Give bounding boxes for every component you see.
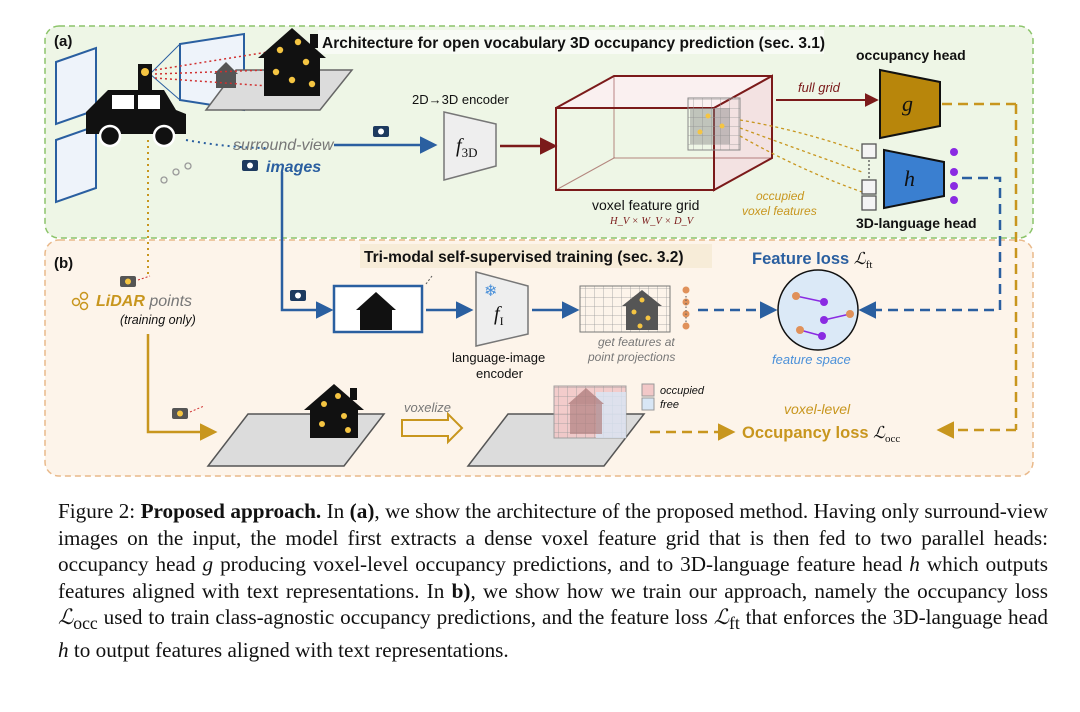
occupancy-head-label: occupancy head (856, 47, 966, 63)
lidar-sensor-icon-bottom (172, 408, 188, 419)
images-label: images (266, 159, 321, 176)
language-head-label: 3D-language head (856, 215, 977, 231)
get-features-label-2: point projections (587, 350, 675, 364)
occupancy-head-g (879, 68, 941, 140)
voxelize-label: voxelize (404, 400, 451, 415)
get-features-label-1: get features at (598, 335, 675, 349)
feature-loss-label: Feature loss ℒft (752, 249, 872, 271)
voxelize-arrow (401, 411, 464, 445)
voxel-level-label: voxel-level (784, 401, 851, 417)
panel-a-tag: (a) (54, 33, 72, 50)
panel-b-tag: (b) (54, 255, 73, 272)
house-with-lights-bottom-icon (304, 384, 364, 438)
occupied-voxel-label-1: occupied (756, 189, 804, 203)
training-only-label: (training only) (120, 313, 196, 327)
projected-point-features (682, 286, 690, 330)
camera-plane-left-bottom (55, 124, 97, 204)
language-image-encoder-shape (475, 271, 529, 347)
lidar-points-icon (71, 291, 89, 311)
camera-icon-images (242, 160, 258, 171)
f3d-encoder-shape (443, 111, 497, 181)
lang-image-label-1: language-image (452, 350, 545, 365)
panel-a-title-bg (318, 30, 824, 54)
feature-space-label: feature space (772, 352, 851, 367)
surround-view-label: surround-view (233, 137, 335, 154)
language-head-h (883, 148, 945, 210)
lang-image-label-2: encoder (476, 366, 524, 381)
occupied-legend-label: occupied (660, 385, 705, 397)
lidar-label: LiDAR points (96, 293, 192, 310)
snowflake-icon: ❄ (484, 283, 497, 300)
encoder-label: 2D→3D encoder (412, 92, 509, 107)
car-icon (86, 64, 186, 148)
free-legend-label: free (660, 399, 679, 411)
occupied-voxel-label-2: voxel features (742, 204, 817, 218)
camera-icon-arrow (373, 126, 389, 137)
voxelized-house (553, 385, 627, 439)
free-legend-swatch (641, 397, 655, 411)
g-symbol: g (902, 91, 913, 116)
panel-b-title-bg (360, 244, 712, 268)
voxel-grid-label: voxel feature grid (592, 197, 699, 213)
h-symbol: h (904, 166, 915, 191)
panel-b-title: Tri-modal self-supervised training (sec.… (364, 249, 684, 266)
full-grid-label: full grid (798, 80, 841, 95)
voxel-grid-dims: H_V × W_V × D_V (609, 216, 695, 227)
voxel-feature-grid (555, 74, 773, 192)
occupied-legend-swatch (641, 383, 655, 397)
house-image-icon (356, 292, 396, 330)
architecture-diagram: (a) Architecture for open vocabulary 3D … (44, 25, 1034, 477)
occupancy-loss-label: Occupancy loss ℒocc (742, 423, 900, 445)
fi-symbol: fI (494, 303, 504, 328)
f3d-symbol: f3D (456, 135, 477, 160)
input-voxel-cubes (861, 143, 877, 211)
feature-map-grid (579, 285, 671, 333)
camera-icon-training (290, 290, 306, 301)
output-feature-dots (950, 148, 958, 204)
figure-caption: Figure 2: Proposed approach. In (a), we … (58, 499, 1048, 663)
house-with-lights-top-icon (258, 28, 326, 96)
panel-a-title: Architecture for open vocabulary 3D occu… (322, 35, 825, 52)
lidar-sensor-icon (120, 276, 136, 287)
feature-space-sphere (777, 269, 859, 351)
